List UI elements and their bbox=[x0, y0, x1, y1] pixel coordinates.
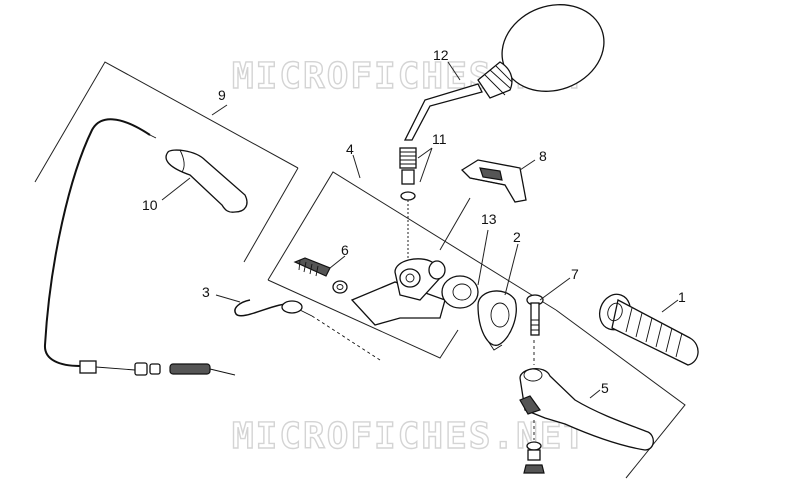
callout-9: 9 bbox=[218, 87, 226, 103]
lever-nut bbox=[523, 464, 545, 474]
callout-4: 4 bbox=[346, 141, 354, 157]
leader-lines bbox=[161, 61, 679, 399]
part-6-screw bbox=[293, 257, 348, 294]
part-12-mirror bbox=[403, 4, 605, 141]
part-8-switch bbox=[460, 159, 527, 203]
callout-2: 2 bbox=[513, 229, 521, 245]
callout-13: 13 bbox=[481, 211, 497, 227]
frame-left-right-edge bbox=[243, 167, 299, 263]
callout-8: 8 bbox=[539, 148, 547, 164]
callout-1: 1 bbox=[678, 289, 686, 305]
part-9-cable bbox=[43, 118, 236, 376]
part-11-nuts bbox=[399, 147, 417, 201]
callout-5: 5 bbox=[601, 380, 609, 396]
cable-barrel bbox=[79, 360, 97, 374]
callout-10: 10 bbox=[142, 197, 158, 213]
mirror-bellows bbox=[477, 61, 513, 99]
stem-thread bbox=[399, 147, 417, 169]
part-10-boot bbox=[165, 149, 248, 213]
callout-11: 11 bbox=[432, 131, 447, 147]
bracket-bore bbox=[441, 275, 479, 309]
frame-lever bbox=[555, 309, 686, 479]
part-2-adjuster bbox=[477, 290, 517, 351]
callout-12: 12 bbox=[433, 47, 449, 63]
part-7-bolt bbox=[526, 294, 544, 336]
part-4-bracket bbox=[350, 258, 479, 326]
callout-7: 7 bbox=[571, 266, 579, 282]
part-3-cable bbox=[234, 299, 381, 361]
mirror-stem bbox=[403, 83, 483, 141]
frame-main-bottom bbox=[267, 279, 459, 359]
cable-adjuster bbox=[169, 363, 211, 375]
callout-3: 3 bbox=[202, 284, 210, 300]
watermark-bottom: MICROFICHES.NET bbox=[232, 416, 587, 457]
callouts: 1 2 3 4 5 6 7 8 9 10 11 12 13 bbox=[142, 47, 686, 396]
callout-6: 6 bbox=[341, 242, 349, 258]
stem-nut bbox=[401, 169, 415, 185]
part-1-grip bbox=[598, 293, 699, 366]
part-5-lever bbox=[519, 340, 654, 474]
frame-left-upper bbox=[34, 61, 299, 183]
